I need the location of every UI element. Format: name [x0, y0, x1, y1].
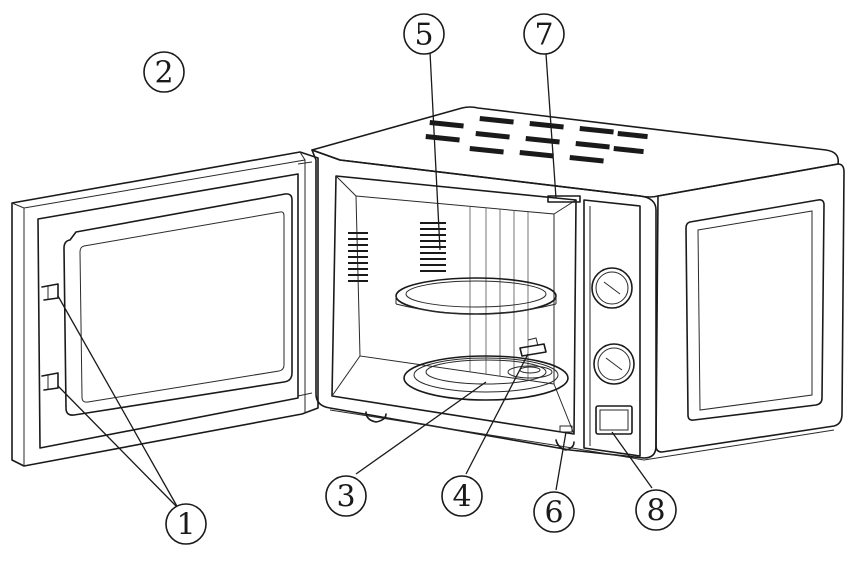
callout-7-label: 7: [534, 18, 553, 53]
microwave-body: [311, 106, 845, 461]
top-vents: [425, 116, 648, 164]
interlock-slot: [559, 425, 573, 433]
callout-1-label: 1: [176, 508, 195, 543]
callout-3: 3: [325, 475, 367, 517]
leader-6: [555, 431, 567, 491]
leader-1b: [57, 385, 179, 509]
callout-1: 1: [165, 503, 207, 545]
callout-3-label: 3: [336, 480, 355, 515]
leader-lines: [57, 51, 653, 509]
door-latch-lower: [41, 372, 59, 391]
cavity-vent-back: [420, 222, 446, 272]
callout-7: 7: [523, 13, 565, 55]
callout-6-label: 6: [544, 496, 563, 531]
glass-turntable: [403, 355, 569, 401]
callout-2-label: 2: [154, 56, 173, 91]
callout-5-label: 5: [414, 18, 433, 53]
leader-4: [465, 353, 529, 475]
oven-cavity: [331, 175, 581, 435]
callout-2: 2: [143, 51, 185, 93]
callout-6: 6: [533, 491, 575, 533]
power-knob[interactable]: [593, 343, 635, 385]
callout-4-label: 4: [452, 480, 471, 515]
control-panel: [583, 199, 641, 457]
leader-5: [429, 51, 441, 251]
leader-1a: [57, 295, 179, 509]
timer-knob[interactable]: [591, 267, 633, 309]
callout-4: 4: [441, 475, 483, 517]
cavity-hook: [547, 195, 581, 203]
callout-8: 8: [635, 489, 677, 531]
door-latch-upper: [41, 283, 59, 301]
grill-rack: [395, 277, 557, 315]
leader-3: [355, 381, 487, 475]
callout-8-label: 8: [646, 494, 665, 529]
turntable-coupling: [519, 337, 547, 357]
callout-5: 5: [403, 13, 445, 55]
leader-7: [545, 53, 557, 199]
door-release-button[interactable]: [595, 405, 633, 435]
door: [11, 151, 319, 467]
leader-8: [611, 431, 653, 489]
cavity-vent-left: [348, 232, 368, 282]
